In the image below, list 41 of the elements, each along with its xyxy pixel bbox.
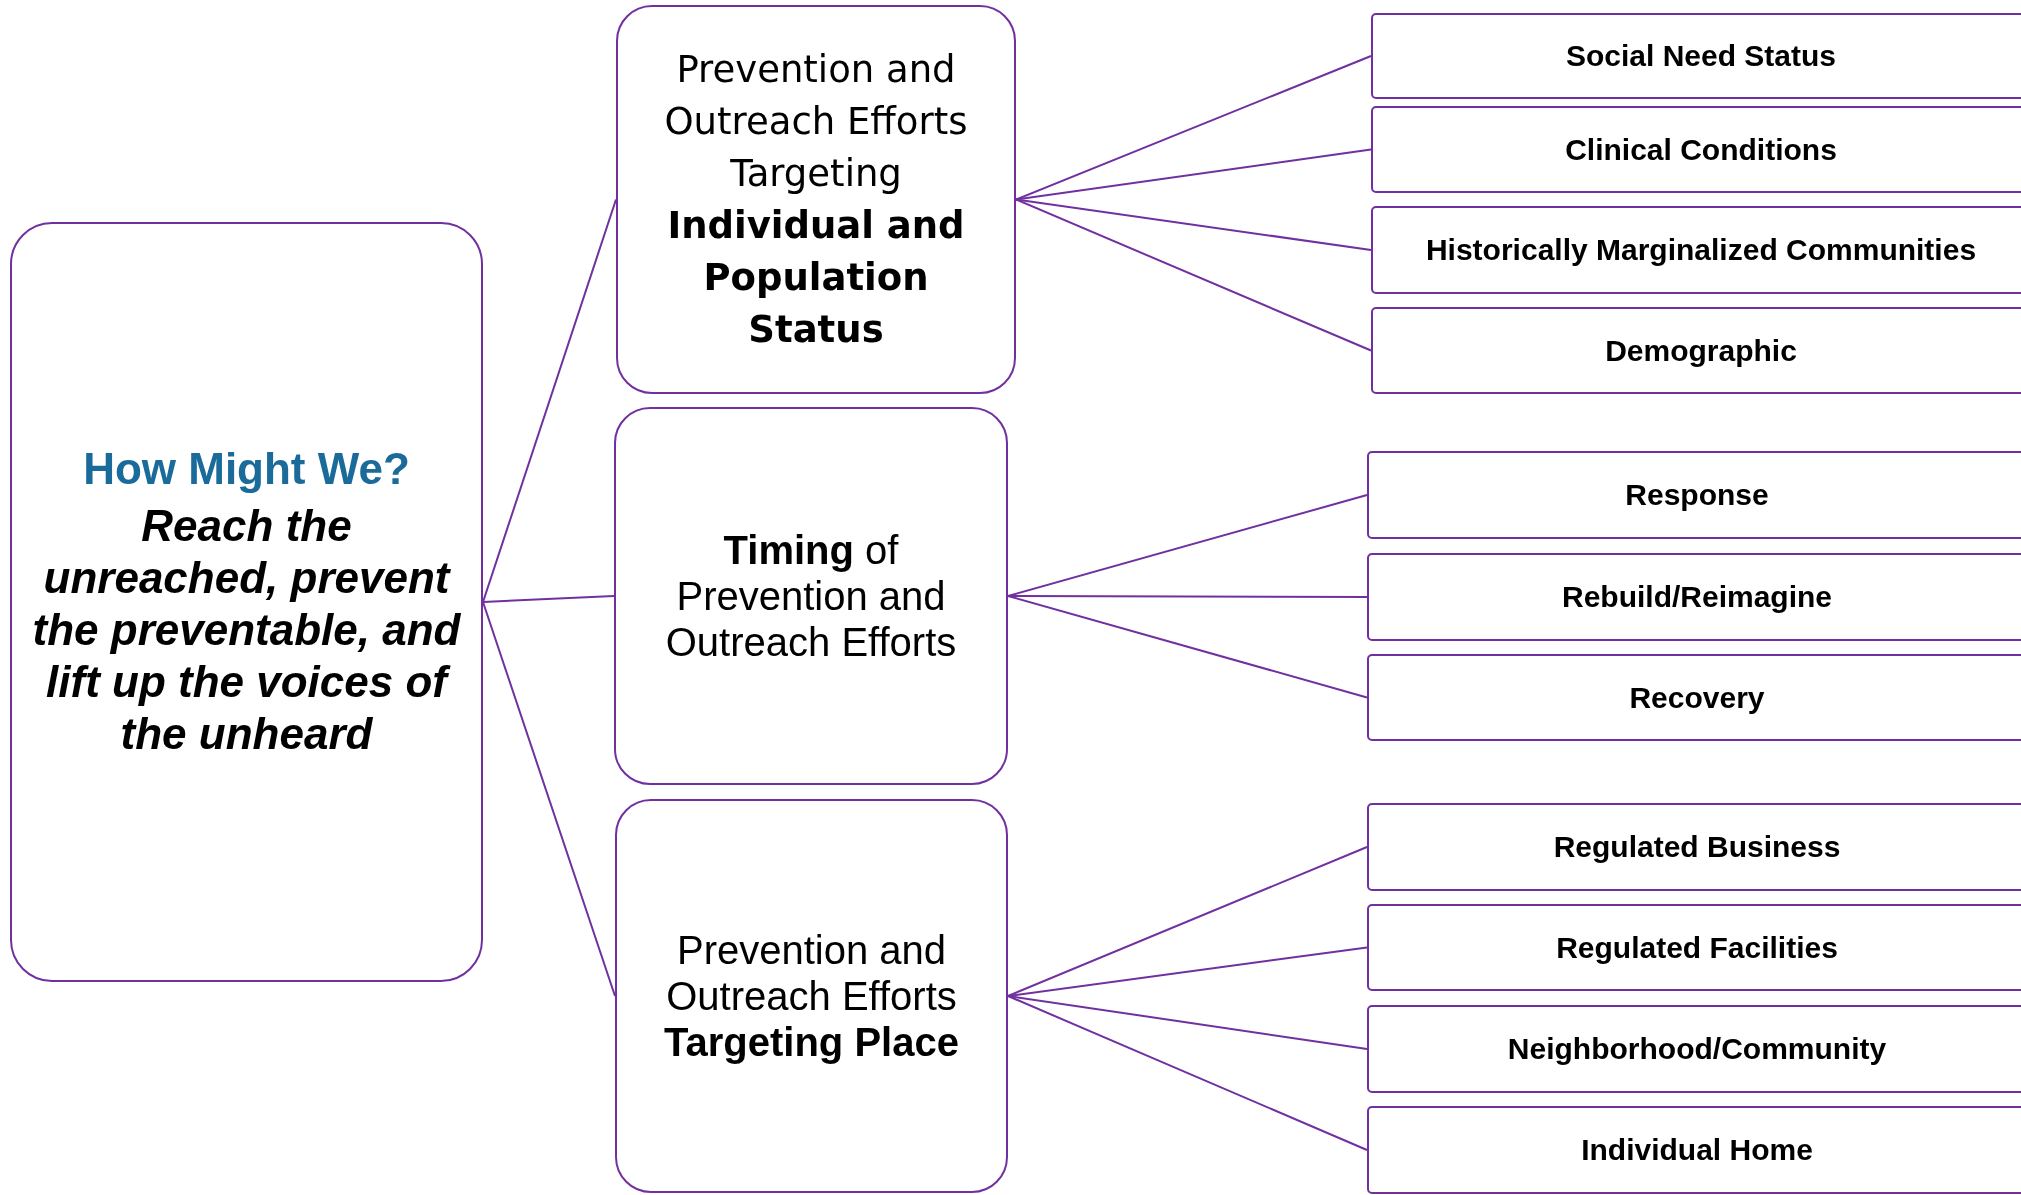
subcategory-text: Historically Marginalized Communities xyxy=(1425,233,1977,267)
connector-line xyxy=(482,595,615,603)
connector-line xyxy=(1007,995,1368,1151)
connector-line xyxy=(1007,595,1368,699)
subcategory-text: Rebuild/Reimagine xyxy=(1561,580,1832,614)
subcategory-box xyxy=(1367,654,2021,741)
subcategory-text: Social Need Status xyxy=(1565,39,1837,73)
category-box xyxy=(614,407,1008,785)
connector-line xyxy=(1007,494,1368,597)
category-text: Prevention and Outreach Efforts Targeting Place xyxy=(663,927,960,1065)
connector-line xyxy=(482,601,616,997)
subcategory-text: Individual Home xyxy=(1581,1133,1813,1167)
subcategory-box xyxy=(1367,803,2021,891)
category-box xyxy=(616,5,1016,394)
connector-line xyxy=(482,198,617,603)
subcategory-text: Clinical Conditions xyxy=(1565,132,1837,167)
question-text: Reach the unreached, prevent the preventable, and lift up the voices of the unheard xyxy=(31,500,462,760)
subcategory-text: Recovery xyxy=(1629,680,1765,715)
subcategory-text: Demographic xyxy=(1605,333,1797,368)
connector-line xyxy=(1007,846,1368,997)
category-box xyxy=(615,799,1008,1193)
subcategory-box xyxy=(1367,1005,2021,1093)
subcategory-box xyxy=(1367,451,2021,539)
subcategory-box xyxy=(1367,904,2021,991)
connector-line xyxy=(1015,55,1372,201)
heading: How Might We? xyxy=(83,444,410,494)
subcategory-box xyxy=(1371,307,2021,394)
subcategory-text: Regulated Facilities xyxy=(1556,930,1838,965)
category-text: Prevention and Outreach Efforts Targeting Individual and Population Status xyxy=(663,46,969,353)
connector-line xyxy=(1015,198,1372,352)
category-text: Timing of Prevention and Outreach Efforts xyxy=(664,527,958,665)
subcategory-box xyxy=(1367,1106,2021,1194)
subcategory-text: Neighborhood/Community xyxy=(1507,1032,1887,1066)
connector-line xyxy=(1007,995,1368,1050)
question-box xyxy=(10,222,483,982)
subcategory-text: Regulated Business xyxy=(1553,830,1841,864)
subcategory-text: Response xyxy=(1625,478,1769,512)
subcategory-box xyxy=(1367,553,2021,641)
subcategory-box xyxy=(1371,206,2021,294)
subcategory-box xyxy=(1371,106,2021,193)
subcategory-box xyxy=(1371,13,2021,99)
